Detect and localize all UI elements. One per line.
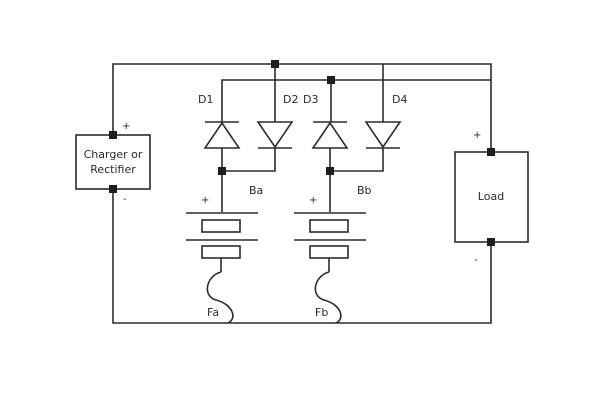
charger-box [75,134,151,190]
charger-minus-sign: - [123,194,127,205]
top-rail-wire [112,63,492,152]
node-charger-minus [109,185,117,193]
node-load-minus [487,238,495,246]
load-plus-sign: + [473,130,481,141]
diode-d1-label: D1 [198,93,213,106]
diode-d4 [364,121,402,149]
fuse-fa [206,271,234,324]
load-label: Load [478,190,504,203]
load-minus-sign: - [474,255,478,266]
fuse-fa-label: Fa [207,306,219,319]
d4-to-bb-wire [330,148,384,172]
d2-to-ba-wire [222,148,276,172]
charger-label-line2: Rectifier [90,163,136,176]
battery-ba-label: Ba [249,184,263,197]
battery-bb-plus-sign: + [309,195,317,206]
diode-d1 [203,121,241,149]
battery-bb [294,212,366,259]
bottom-rail-wire [112,189,492,324]
node-diode-bus [327,76,335,84]
wires [112,63,492,324]
load-box [454,151,529,243]
charger-plus-sign: + [122,121,130,132]
fuse-fb [314,271,342,324]
battery-ba [186,212,258,259]
fuse-fb-label: Fb [315,306,328,319]
diode-d2 [256,121,294,149]
battery-bb-label: Bb [357,184,372,197]
battery-ba-plus-sign: + [201,195,209,206]
diode-d2-label: D2 [283,93,298,106]
diode-d3-label: D3 [303,93,318,106]
diode-d3 [311,121,349,149]
charger-label-line1: Charger or [84,148,143,161]
node-ba [218,167,226,175]
diode-d4-label: D4 [392,93,407,106]
diode-bus-wire [221,79,491,122]
junction-nodes [109,60,495,246]
node-top-rail [271,60,279,68]
node-bb [326,167,334,175]
node-charger-plus [109,131,117,139]
node-load-plus [487,148,495,156]
